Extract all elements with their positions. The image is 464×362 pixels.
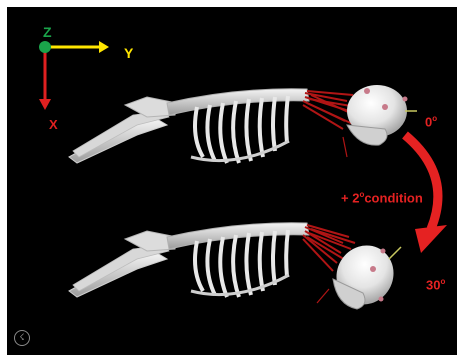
muscle-strand-bottom	[317, 289, 329, 303]
transition-suffix: condition	[364, 190, 423, 205]
z-axis-label: Z	[43, 24, 52, 40]
angle-unit-bottom: o	[440, 277, 445, 286]
y-axis-arrowhead	[99, 41, 109, 53]
angle-label-bottom: 30o	[426, 277, 445, 292]
y-axis-label: Y	[124, 45, 133, 61]
angle-reference-line-bottom	[389, 247, 401, 259]
skeleton-model-bottom	[69, 223, 404, 315]
forearm-bones-bottom	[73, 245, 169, 291]
skeleton-model-top	[69, 85, 417, 163]
marker-top-2	[364, 88, 370, 94]
angle-unit-top: o	[432, 114, 437, 123]
rotation-arrow-shaft	[405, 135, 438, 229]
rib-cage-bottom	[195, 230, 288, 297]
logo-icon: ☇	[14, 330, 30, 346]
z-axis-dot	[39, 41, 51, 53]
angle-label-top: 0o	[425, 114, 437, 129]
transition-prefix: + 2	[341, 190, 359, 205]
x-axis-arrowhead	[39, 99, 51, 110]
rib-cage-top	[195, 96, 288, 163]
marker-top-3	[403, 97, 408, 102]
marker-bottom-2	[381, 249, 386, 254]
marker-bottom-3	[379, 297, 384, 302]
scene-graphics	[7, 7, 457, 355]
x-axis-label: X	[49, 117, 58, 132]
marker-top-1	[382, 104, 388, 110]
marker-bottom-1	[370, 266, 376, 272]
muscle-strand-top	[343, 137, 347, 157]
forearm-bones-top	[73, 111, 169, 157]
rotation-arrowhead	[415, 225, 447, 253]
coordinate-axes	[39, 41, 109, 110]
scene-viewport: Z Y X 0o + 2ocondition 30o	[7, 7, 457, 355]
transition-label: + 2ocondition	[341, 190, 423, 205]
angle-value-bottom: 30	[426, 277, 440, 292]
